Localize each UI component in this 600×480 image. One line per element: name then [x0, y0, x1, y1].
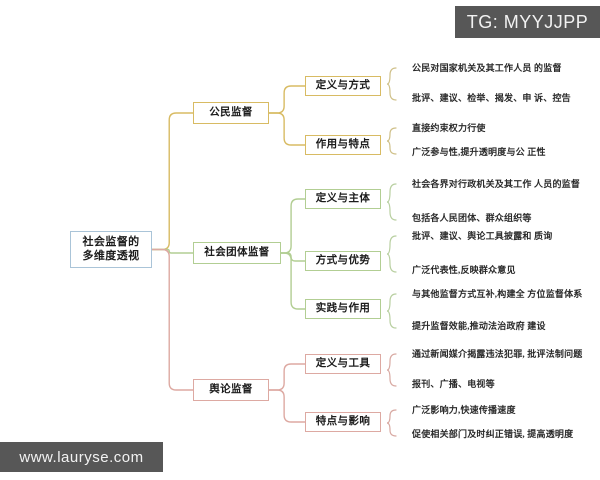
leaf-text: 通过新闻媒介揭露违法犯罪, 批评法制问题 — [412, 349, 583, 359]
site-watermark: www.lauryse.com — [0, 442, 163, 472]
branch-node-1[interactable]: 公民监督 — [193, 102, 269, 124]
subbranch-node-1-1[interactable]: 定义与方式 — [305, 76, 381, 96]
subbranch-node-3-2[interactable]: 特点与影响 — [305, 412, 381, 432]
leaf-text: 广泛影响力,快速传播速度 — [412, 405, 516, 415]
subbranch-node-3-1[interactable]: 定义与工具 — [305, 354, 381, 374]
branch-node-3[interactable]: 舆论监督 — [193, 379, 269, 401]
leaf-text: 直接约束权力行使 — [412, 123, 486, 133]
branch-node-2[interactable]: 社会团体监督 — [193, 242, 281, 264]
leaf-text: 批评、建议、舆论工具披露和 质询 — [412, 231, 553, 241]
leaf-text: 公民对国家机关及其工作人员 的监督 — [412, 63, 562, 73]
leaf-text: 广泛代表性,反映群众意见 — [412, 265, 516, 275]
leaf-text: 社会各界对行政机关及其工作 人员的监督 — [412, 179, 581, 189]
subbranch-node-2-3[interactable]: 实践与作用 — [305, 299, 381, 319]
leaf-text: 促使相关部门及时纠正错误, 提高透明度 — [412, 429, 574, 439]
leaf-text: 包括各人民团体、群众组织等 — [412, 213, 532, 223]
tg-badge: TG: MYYJJPP — [455, 6, 600, 38]
subbranch-node-1-2[interactable]: 作用与特点 — [305, 135, 381, 155]
subbranch-node-2-2[interactable]: 方式与优势 — [305, 251, 381, 271]
subbranch-node-2-1[interactable]: 定义与主体 — [305, 189, 381, 209]
leaf-text: 批评、建议、检举、揭发、申 诉、控告 — [412, 93, 571, 103]
mindmap-root-node[interactable]: 社会监督的 多维度透视 — [70, 231, 152, 268]
leaf-text: 与其他监督方式互补,构建全 方位监督体系 — [412, 289, 583, 299]
leaf-text: 广泛参与性,提升透明度与公 正性 — [412, 147, 546, 157]
leaf-text: 报刊、广播、电视等 — [412, 379, 495, 389]
leaf-text: 提升监督效能,推动法治政府 建设 — [412, 321, 546, 331]
